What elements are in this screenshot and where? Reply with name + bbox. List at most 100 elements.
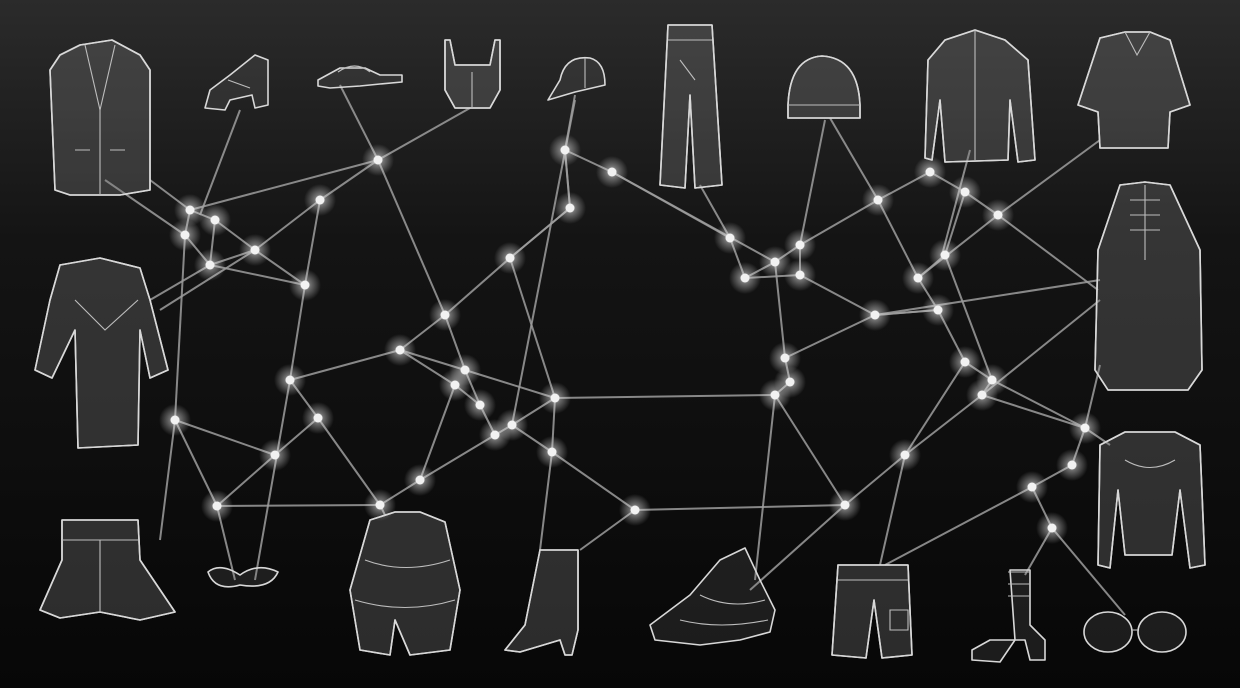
- wide-trousers-icon: [659, 24, 723, 189]
- network-node: [450, 380, 460, 390]
- network-edge: [289, 349, 401, 381]
- network-node: [840, 500, 850, 510]
- jacket-icon: [924, 29, 1036, 163]
- network-node: [770, 257, 780, 267]
- kaftan-icon: [1094, 181, 1203, 391]
- network-node: [900, 450, 910, 460]
- network-node: [560, 145, 570, 155]
- network-node: [1027, 482, 1037, 492]
- network-node: [170, 415, 180, 425]
- network-edge: [981, 394, 1086, 429]
- network-node: [550, 393, 560, 403]
- network-edge: [419, 384, 456, 481]
- network-edge: [216, 504, 381, 507]
- network-node: [507, 420, 517, 430]
- network-edge: [174, 419, 276, 456]
- sunglasses-icon: [1083, 611, 1187, 653]
- network-node: [210, 215, 220, 225]
- network-node: [1067, 460, 1077, 470]
- network-node: [785, 377, 795, 387]
- network-edge: [634, 504, 846, 511]
- blazer-icon: [49, 39, 151, 196]
- network-node: [547, 447, 557, 457]
- network-node: [185, 205, 195, 215]
- network-node: [475, 400, 485, 410]
- network-node: [375, 500, 385, 510]
- network-node: [873, 195, 883, 205]
- network-nodes: [159, 134, 1101, 544]
- network-node: [315, 195, 325, 205]
- network-node: [395, 345, 405, 355]
- off-shoulder-dress-icon: [34, 257, 169, 449]
- network-node: [725, 233, 735, 243]
- network-node: [565, 203, 575, 213]
- network-edge: [754, 394, 776, 581]
- network-node: [505, 253, 515, 263]
- tshirt-icon: [1077, 31, 1191, 149]
- mule-icon: [317, 65, 403, 89]
- platform-loafer-icon: [204, 54, 269, 111]
- network-node: [373, 155, 383, 165]
- network-edge: [904, 361, 966, 456]
- network-node: [770, 390, 780, 400]
- puffer-vest-icon: [349, 511, 461, 656]
- network-node: [993, 210, 1003, 220]
- network-edge: [104, 179, 186, 236]
- network-node: [960, 187, 970, 197]
- network-edge: [874, 279, 1101, 316]
- network-node: [960, 357, 970, 367]
- network-node: [780, 353, 790, 363]
- beanie-icon: [787, 55, 861, 119]
- network-node: [925, 167, 935, 177]
- network-edge: [377, 107, 471, 161]
- network-node: [300, 280, 310, 290]
- network-edge: [997, 214, 1099, 291]
- network-edge: [944, 254, 993, 381]
- sneaker-icon: [649, 547, 776, 646]
- network-edge: [749, 504, 846, 591]
- network-edge: [611, 171, 776, 263]
- network-edge: [884, 486, 1033, 566]
- network-edge: [997, 139, 1101, 216]
- network-node: [977, 390, 987, 400]
- corset-top-icon: [444, 39, 501, 109]
- network-node: [440, 310, 450, 320]
- network-node: [607, 167, 617, 177]
- network-node: [1080, 423, 1090, 433]
- network-edge: [289, 284, 306, 381]
- flared-skirt-icon: [39, 519, 176, 621]
- cap-icon: [547, 56, 606, 101]
- network-edge: [189, 159, 379, 211]
- network-edge: [539, 451, 553, 551]
- cargo-shorts-icon: [831, 564, 913, 659]
- strappy-platform-heel-icon: [971, 569, 1046, 663]
- network-edge: [254, 379, 291, 581]
- network-edge: [784, 314, 876, 359]
- puff-sleeve-top-icon: [1097, 431, 1206, 569]
- garment-icons: [34, 24, 1206, 663]
- heeled-boot-icon: [504, 549, 579, 656]
- network-edge: [774, 394, 846, 506]
- network-node: [870, 310, 880, 320]
- network-node: [940, 250, 950, 260]
- network-node: [490, 430, 500, 440]
- bandeau-top-icon: [207, 566, 279, 588]
- network-node: [740, 273, 750, 283]
- network-edge: [1051, 527, 1126, 616]
- network-node: [1047, 523, 1057, 533]
- network-edge: [159, 419, 176, 541]
- network-edge: [799, 119, 826, 246]
- network-edge: [317, 417, 381, 506]
- network-node: [795, 270, 805, 280]
- network-edge: [174, 234, 186, 421]
- network-edge: [199, 109, 241, 216]
- network-node: [313, 413, 323, 423]
- network-node: [205, 260, 215, 270]
- network-node: [270, 450, 280, 460]
- network-node: [933, 305, 943, 315]
- network-edge: [904, 394, 983, 456]
- network-edge: [774, 261, 786, 359]
- network-node: [212, 501, 222, 511]
- network-node: [180, 230, 190, 240]
- network-node: [415, 475, 425, 485]
